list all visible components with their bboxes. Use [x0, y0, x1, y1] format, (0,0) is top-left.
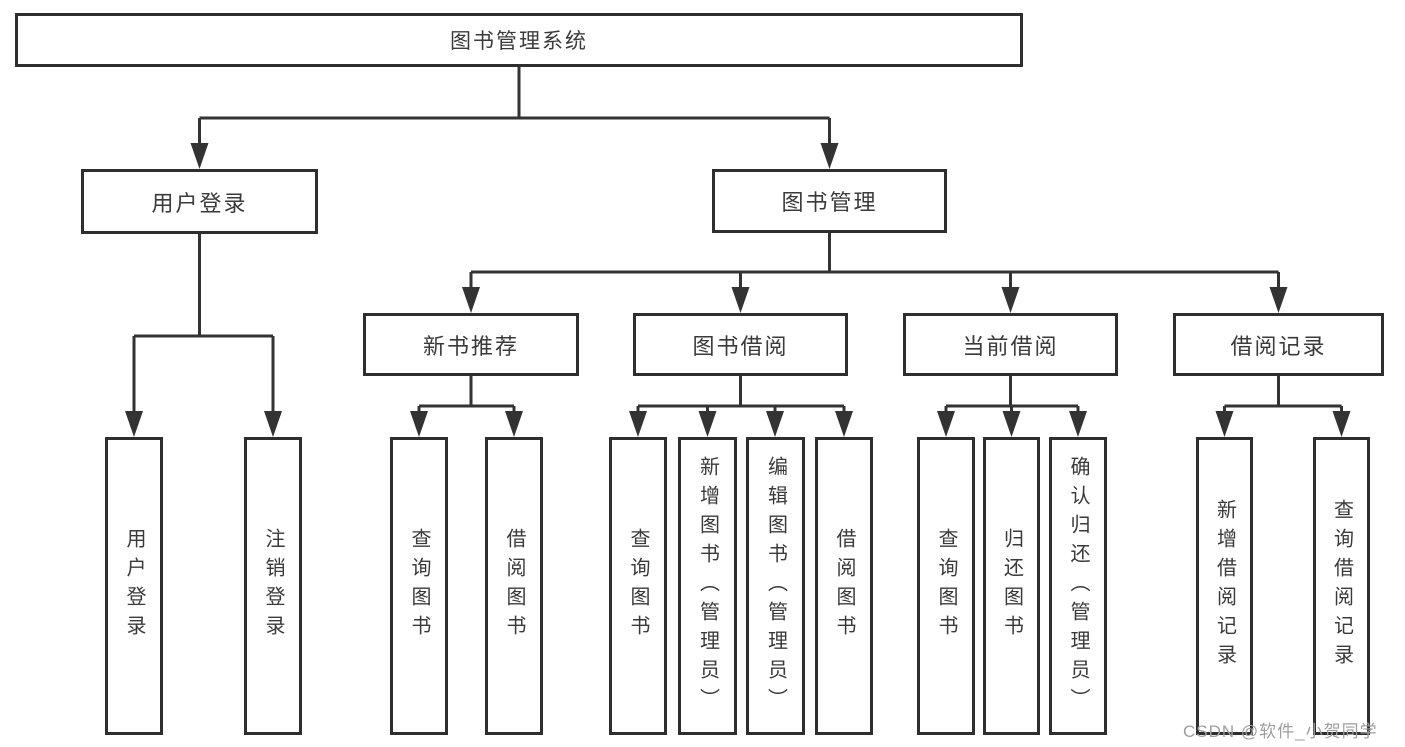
arrowhead-icon — [698, 411, 717, 437]
leaf-query-borrow-record: 查询借阅记录 — [1313, 437, 1370, 735]
csdn-watermark: CSDN @软件_小贺同学 — [1183, 722, 1378, 741]
leaf-label: 借阅图书 — [833, 528, 855, 644]
arrowhead-icon — [629, 411, 647, 437]
connector-borrow-records-to-leaves — [1223, 376, 1343, 433]
leaf-confirm-return-admin: 确认归还（管理员） — [1049, 437, 1107, 735]
arrowhead-icon — [1215, 411, 1234, 437]
leaf-label: 归还图书 — [1000, 528, 1023, 644]
leaf-label: 查询图书 — [408, 528, 430, 644]
arrowhead-icon — [731, 287, 750, 313]
arrowhead-icon — [1269, 287, 1288, 313]
leaf-label: 查询借阅记录 — [1330, 499, 1353, 673]
node-borrow-records: 借阅记录 — [1173, 313, 1384, 376]
arrowhead-icon — [505, 411, 523, 437]
arrowhead-icon — [1001, 287, 1020, 313]
arrowhead-icon — [264, 411, 282, 437]
leaf-label: 查询图书 — [935, 528, 957, 644]
leaf-query-books-borrow: 查询图书 — [609, 437, 667, 735]
arrowhead-icon — [125, 411, 143, 437]
leaf-return-book: 归还图书 — [983, 437, 1040, 735]
node-user-login: 用户登录 — [81, 169, 318, 234]
leaf-borrow-books-recommend: 借阅图书 — [485, 437, 543, 735]
leaf-label: 借阅图书 — [503, 528, 525, 644]
leaf-label: 新增借阅记录 — [1213, 499, 1236, 673]
leaf-user-login: 用户登录 — [105, 437, 163, 735]
leaf-label: 用户登录 — [123, 528, 145, 644]
node-label: 当前借阅 — [962, 333, 1059, 359]
node-book-management: 图书管理 — [712, 169, 947, 233]
arrowhead-icon — [190, 143, 209, 169]
leaf-label: 新增图书（管理员） — [696, 455, 719, 717]
node-label: 借阅记录 — [1230, 333, 1327, 359]
node-new-book-recommend: 新书推荐 — [363, 313, 579, 376]
leaf-label: 确认归还（管理员） — [1067, 455, 1089, 717]
arrowheads — [125, 143, 1351, 437]
leaf-label: 注销登录 — [262, 528, 284, 644]
leaf-query-books-recommend: 查询图书 — [390, 437, 448, 735]
connector-root-to-level2 — [198, 67, 831, 165]
connector-new-book-recommend-to-leaves — [417, 376, 516, 433]
arrowhead-icon — [1069, 411, 1087, 437]
arrowhead-icon — [1002, 411, 1021, 437]
arrowhead-icon — [462, 287, 480, 313]
node-label: 图书借阅 — [692, 333, 789, 359]
arrowhead-icon — [1332, 411, 1351, 437]
arrowhead-icon — [835, 411, 853, 437]
connector-user-login-to-leaves — [132, 234, 275, 433]
leaf-query-books-current: 查询图书 — [917, 437, 975, 735]
node-book-borrow: 图书借阅 — [633, 313, 848, 376]
leaf-borrow-books: 借阅图书 — [815, 437, 873, 735]
arrowhead-icon — [766, 411, 784, 437]
node-label: 新书推荐 — [422, 333, 519, 359]
arrowhead-icon — [937, 411, 955, 437]
leaf-logout: 注销登录 — [244, 437, 302, 735]
leaf-label: 编辑图书（管理员） — [764, 455, 787, 717]
arrowhead-icon — [820, 143, 839, 169]
leaf-label: 查询图书 — [627, 528, 649, 644]
leaf-add-book-admin: 新增图书（管理员） — [678, 437, 737, 735]
leaf-add-borrow-record: 新增借阅记录 — [1196, 437, 1253, 735]
connector-book-borrow-to-leaves — [636, 376, 846, 433]
node-current-borrow: 当前借阅 — [903, 313, 1118, 376]
node-root: 图书管理系统 — [15, 13, 1023, 67]
node-root-label: 图书管理系统 — [450, 30, 588, 53]
leaf-edit-book-admin: 编辑图书（管理员） — [746, 437, 805, 735]
node-label: 图书管理 — [781, 190, 878, 215]
connector-book-management-to-level3 — [469, 233, 1280, 309]
node-label: 用户登录 — [151, 190, 248, 216]
arrowhead-icon — [410, 411, 428, 437]
